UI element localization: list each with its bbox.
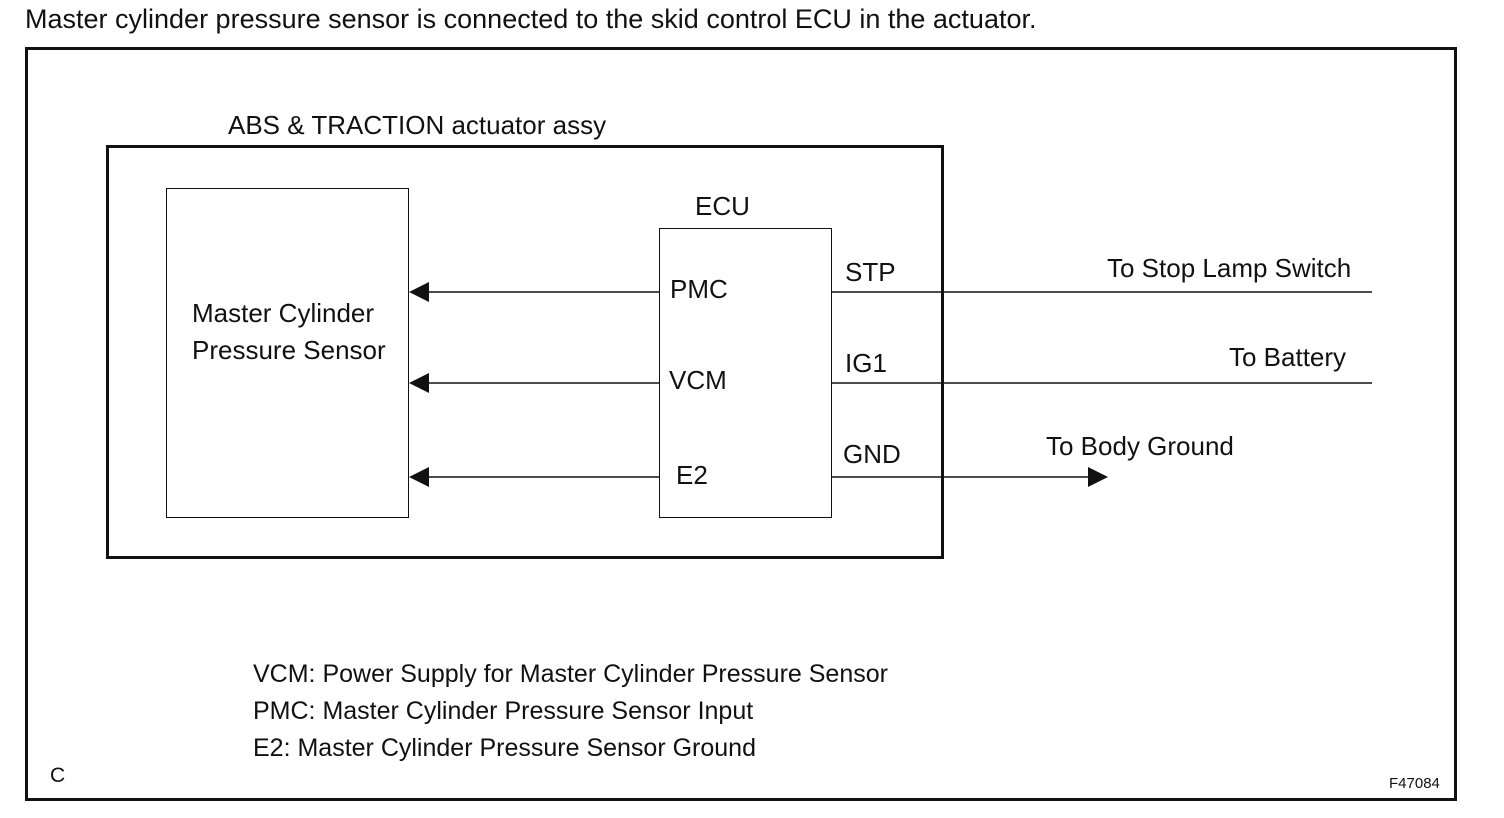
figure-caption: Master cylinder pressure sensor is conne… — [25, 4, 1037, 34]
battery-label: To Battery — [1229, 342, 1347, 372]
pin-pmc: PMC — [670, 274, 728, 304]
body-ground-label: To Body Ground — [1046, 431, 1234, 461]
master-cylinder-pressure-sensor-box — [166, 188, 409, 518]
pin-gnd: GND — [843, 439, 901, 469]
pin-vcm: VCM — [669, 365, 727, 395]
actuator-assy-label: ABS & TRACTION actuator assy — [228, 110, 607, 140]
pin-ig1: IG1 — [845, 348, 887, 378]
vcm-arrowhead — [409, 373, 429, 393]
legend-vcm: VCM: Power Supply for Master Cylinder Pr… — [253, 660, 888, 688]
pmc-arrowhead — [409, 282, 429, 302]
figure-code: F47084 — [1389, 775, 1440, 792]
sensor-label-line1: Master Cylinder — [192, 298, 375, 328]
stop-lamp-switch-label: To Stop Lamp Switch — [1107, 253, 1352, 283]
pin-e2: E2 — [676, 460, 708, 490]
diagram-frame — [25, 47, 1457, 801]
sensor-label-line2: Pressure Sensor — [192, 335, 386, 365]
e2-arrowhead — [409, 467, 429, 487]
ecu-label: ECU — [695, 191, 750, 221]
pin-stp: STP — [845, 257, 896, 287]
corner-letter: C — [50, 764, 66, 787]
legend-pmc: PMC: Master Cylinder Pressure Sensor Inp… — [253, 697, 754, 725]
legend-e2: E2: Master Cylinder Pressure Sensor Grou… — [253, 734, 756, 762]
actuator-assy-box — [106, 145, 944, 559]
ecu-box — [659, 228, 832, 518]
gnd-arrowhead — [1088, 467, 1108, 487]
